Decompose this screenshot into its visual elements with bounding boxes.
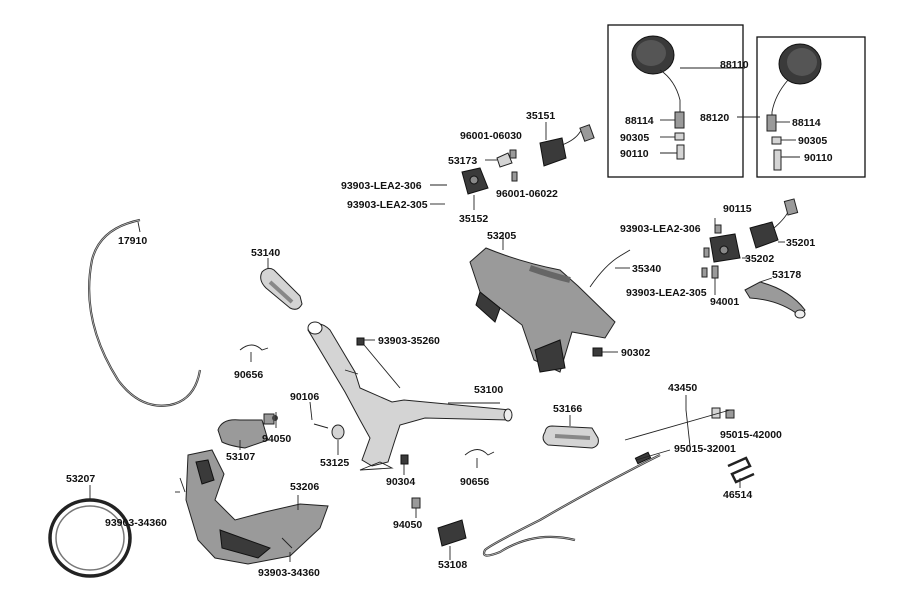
label-53178: 53178 [772,269,801,281]
label-93903-lea2-306-right: 93903-LEA2-306 [620,223,701,235]
label-95015-42000: 95015-42000 [720,429,782,441]
spring-46514 [727,456,755,488]
label-90106: 90106 [290,391,319,403]
label-94050-bottom: 94050 [393,519,422,531]
handlebar-cover [469,232,631,373]
label-95015-32001: 95015-32001 [674,443,736,455]
label-53205: 53205 [487,230,516,242]
part-labels: 88110 88120 88114 88114 90305 90305 9011… [66,59,833,579]
label-35202: 35202 [745,253,774,265]
label-88114-left: 88114 [625,115,654,127]
grip-left [260,258,303,310]
label-90110-right: 90110 [804,152,833,164]
label-94050-top: 94050 [262,433,291,445]
label-53107: 53107 [226,451,255,463]
label-53206: 53206 [290,481,319,493]
label-90305-left: 90305 [620,132,649,144]
screw-93903-35260 [356,337,375,346]
label-53125: 53125 [320,457,349,469]
left-switch-assembly [430,122,595,210]
label-93903-35260: 93903-35260 [378,335,440,347]
throttle-housing [217,401,329,450]
brake-lever-right [744,277,806,319]
label-53173: 53173 [448,155,477,167]
lower-cover [175,449,329,565]
mirror-left-box [607,24,745,178]
brake-cable [482,395,735,557]
label-90656-right: 90656 [460,476,489,488]
label-93903-lea2-305-right: 93903-LEA2-305 [626,287,707,299]
label-46514: 46514 [723,489,752,501]
label-93903-34360-left: 93903-34360 [105,517,167,529]
label-35340: 35340 [632,263,661,275]
label-90110-left: 90110 [620,148,649,160]
collar-53125 [331,424,345,455]
label-88114-right: 88114 [792,117,821,129]
label-93903-34360-right: 93903-34360 [258,567,320,579]
label-35201: 35201 [786,237,815,249]
label-93903-lea2-306-left: 93903-LEA2-306 [341,180,422,192]
clip-90656-left [239,344,269,362]
label-53207: 53207 [66,473,95,485]
label-90115: 90115 [723,203,752,215]
screw-90302 [592,347,618,357]
label-88120: 88120 [700,112,729,124]
label-43450: 43450 [668,382,697,394]
throttle-cable [88,218,202,407]
mirror-right-box [737,36,866,178]
label-35151: 35151 [526,110,555,122]
adjuster-53108 [411,497,467,560]
label-93903-lea2-305-left: 93903-LEA2-305 [347,199,428,211]
label-96001-06030: 96001-06030 [460,130,522,142]
label-88110: 88110 [720,59,749,71]
label-53100: 53100 [474,384,503,396]
label-90302: 90302 [621,347,650,359]
right-switch-assembly [701,198,799,295]
label-53108: 53108 [438,559,467,571]
label-53166: 53166 [553,403,582,415]
label-90304: 90304 [386,476,415,488]
label-94001: 94001 [710,296,739,308]
bolt-90304 [400,454,409,475]
label-35152: 35152 [459,213,488,225]
label-17910: 17910 [118,235,147,247]
clip-90656-right [464,449,495,468]
label-90305-right: 90305 [798,135,827,147]
label-53140: 53140 [251,247,280,259]
grip-right [542,415,599,449]
label-90656-left: 90656 [234,369,263,381]
label-96001-06022: 96001-06022 [496,188,558,200]
headlight-ring [48,485,132,578]
handlebar [307,321,513,471]
